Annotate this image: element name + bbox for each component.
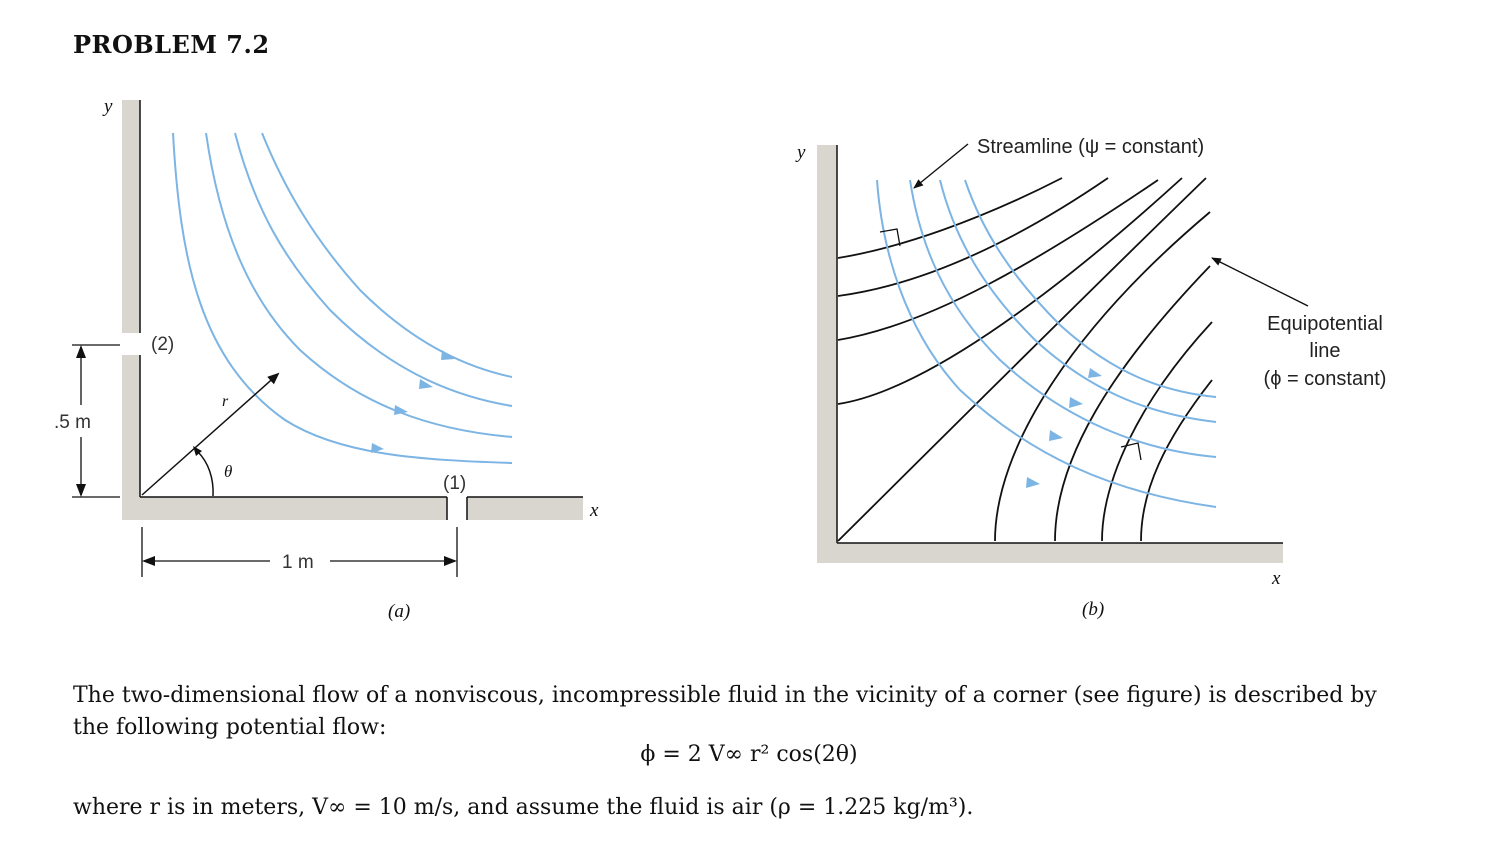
wall-b-horizontal bbox=[817, 543, 1283, 563]
streamline-pointer bbox=[913, 143, 969, 189]
streamline-a-3 bbox=[234, 132, 513, 407]
dimension-vertical-label: .5 m bbox=[54, 412, 91, 433]
streamline-label: Streamline (ψ = constant) bbox=[977, 136, 1204, 158]
flow-arrow-a-2 bbox=[394, 405, 408, 415]
problem-title: PROBLEM 7.2 bbox=[73, 30, 270, 59]
streamline-a-1 bbox=[172, 132, 513, 464]
equipotential-label-line3: (ϕ = constant) bbox=[1264, 368, 1387, 390]
flow-arrow-a-1 bbox=[371, 443, 384, 453]
right-angle-mark-2 bbox=[1120, 442, 1142, 461]
radius-label: r bbox=[222, 393, 229, 410]
section-1-label: (1) bbox=[443, 473, 466, 494]
streamline-a-4 bbox=[261, 132, 513, 378]
problem-text-line1: The two-dimensional flow of a nonviscous… bbox=[73, 683, 1377, 708]
equipotential-label-line1: Equipotential bbox=[1267, 313, 1383, 335]
right-angle-mark-1 bbox=[879, 228, 901, 247]
angle-label: θ bbox=[224, 462, 232, 481]
streamline-a-2 bbox=[205, 132, 513, 438]
problem-text-line3: where r is in meters, V∞ = 10 m/s, and a… bbox=[73, 795, 974, 820]
wall-horizontal-right bbox=[467, 497, 583, 520]
equipotential-pointer bbox=[1211, 257, 1309, 307]
figure-b-caption: (b) bbox=[1082, 599, 1104, 620]
wall-horizontal-left bbox=[122, 497, 447, 520]
flow-arrow-a-3 bbox=[419, 379, 433, 389]
section-2-label: (2) bbox=[151, 334, 174, 355]
figure-b-y-axis-label: y bbox=[795, 142, 806, 163]
wall-b-vertical bbox=[817, 145, 837, 563]
figure-a-streamlines bbox=[172, 132, 513, 464]
figure-a-flow-arrows bbox=[371, 350, 455, 453]
figure-b-x-axis-label: x bbox=[1271, 568, 1281, 589]
dimension-horizontal bbox=[141, 527, 458, 577]
figure-b-equipotentials bbox=[876, 179, 1217, 508]
figure-b-streamlines bbox=[837, 177, 1213, 542]
angle-arc bbox=[197, 451, 214, 497]
radius-line bbox=[141, 372, 280, 496]
equipotential-label-line2: line bbox=[1309, 340, 1340, 362]
figure-a-x-axis-label: x bbox=[589, 500, 599, 521]
figure-a-caption: (a) bbox=[388, 601, 410, 622]
dimension-horizontal-label: 1 m bbox=[282, 552, 314, 573]
flow-arrow-a-4 bbox=[441, 350, 455, 360]
wall-vertical-lower bbox=[122, 355, 140, 520]
figure-b-flow-arrows bbox=[1026, 368, 1102, 488]
problem-text-line2: the following potential flow: bbox=[73, 715, 387, 740]
potential-equation: ϕ = 2 V∞ r² cos(2θ) bbox=[640, 742, 858, 767]
wall-vertical-upper bbox=[122, 100, 140, 333]
figure-a-y-axis-label: y bbox=[102, 96, 113, 117]
